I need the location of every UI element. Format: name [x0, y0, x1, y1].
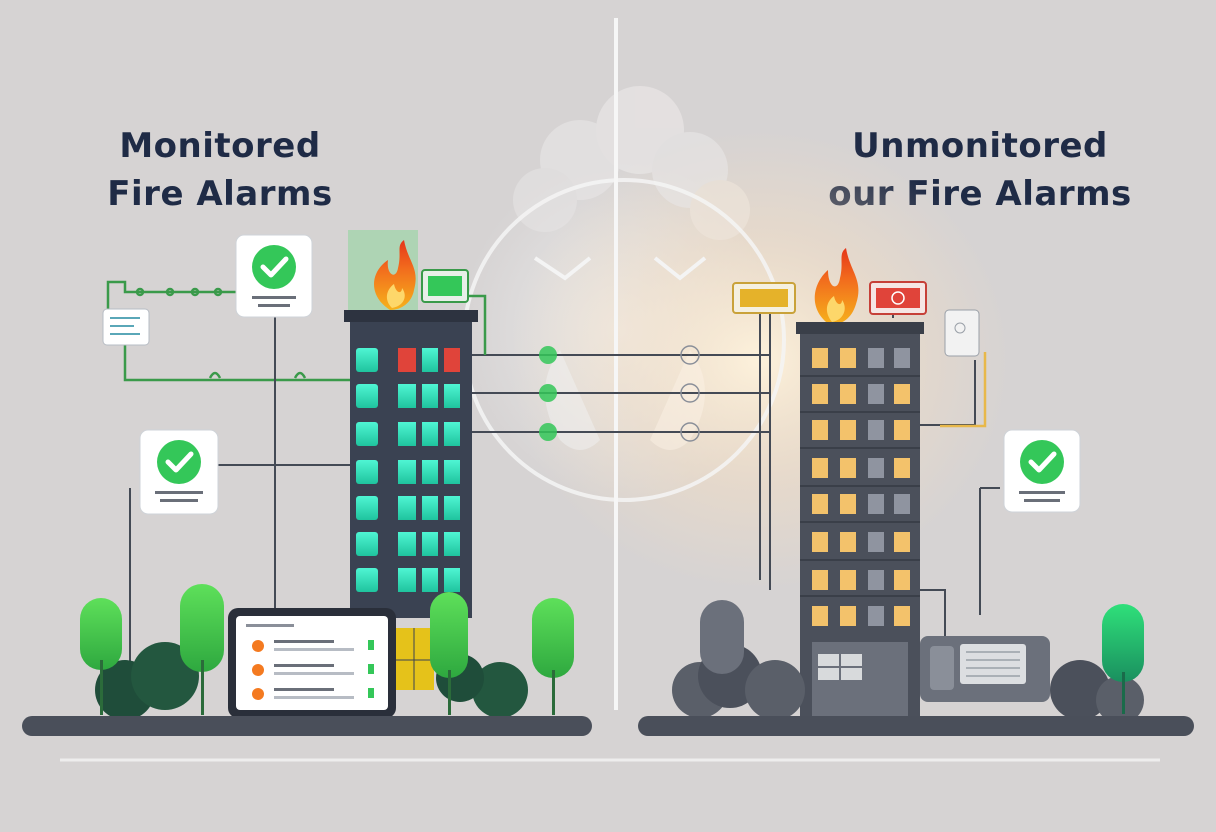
left-green-wire — [208, 294, 487, 379]
unmonitored-building — [796, 322, 924, 718]
alarm-panel-left — [421, 269, 469, 303]
tablet-dashboard — [228, 608, 396, 718]
flame-icon-right — [814, 248, 859, 325]
check-card-top — [235, 234, 313, 318]
center-emblem — [462, 178, 786, 502]
monitored-title-line2: Fire Alarms — [107, 174, 333, 214]
tablet-row — [252, 640, 374, 652]
flame-icon — [374, 240, 416, 310]
unmonitored-title-line1: Unmonitored — [852, 126, 1108, 166]
signal-indicators-monitored — [539, 346, 557, 441]
left-ground — [22, 716, 592, 736]
monitored-title: Monitored Fire Alarms — [70, 122, 370, 218]
signal-indicators-unmonitored — [680, 345, 700, 442]
right-ground — [638, 716, 1194, 736]
monitored-title-line1: Monitored — [119, 126, 321, 166]
tablet-row — [252, 688, 374, 700]
right-bushes — [672, 600, 1144, 724]
document-icon — [102, 308, 150, 346]
left-bushes — [95, 642, 528, 720]
alarm-panel-red — [869, 281, 927, 315]
building-windows — [800, 348, 920, 626]
check-card-right — [1003, 429, 1081, 513]
right-amber-wire — [940, 352, 987, 428]
control-unit — [920, 636, 1050, 702]
left-trees — [80, 584, 574, 715]
monitored-building — [344, 230, 478, 690]
check-card-middle — [139, 429, 219, 515]
tablet-row — [252, 664, 374, 676]
right-tree — [1102, 604, 1144, 714]
right-device-icon — [944, 309, 980, 357]
warning-panel-amber — [732, 282, 796, 314]
